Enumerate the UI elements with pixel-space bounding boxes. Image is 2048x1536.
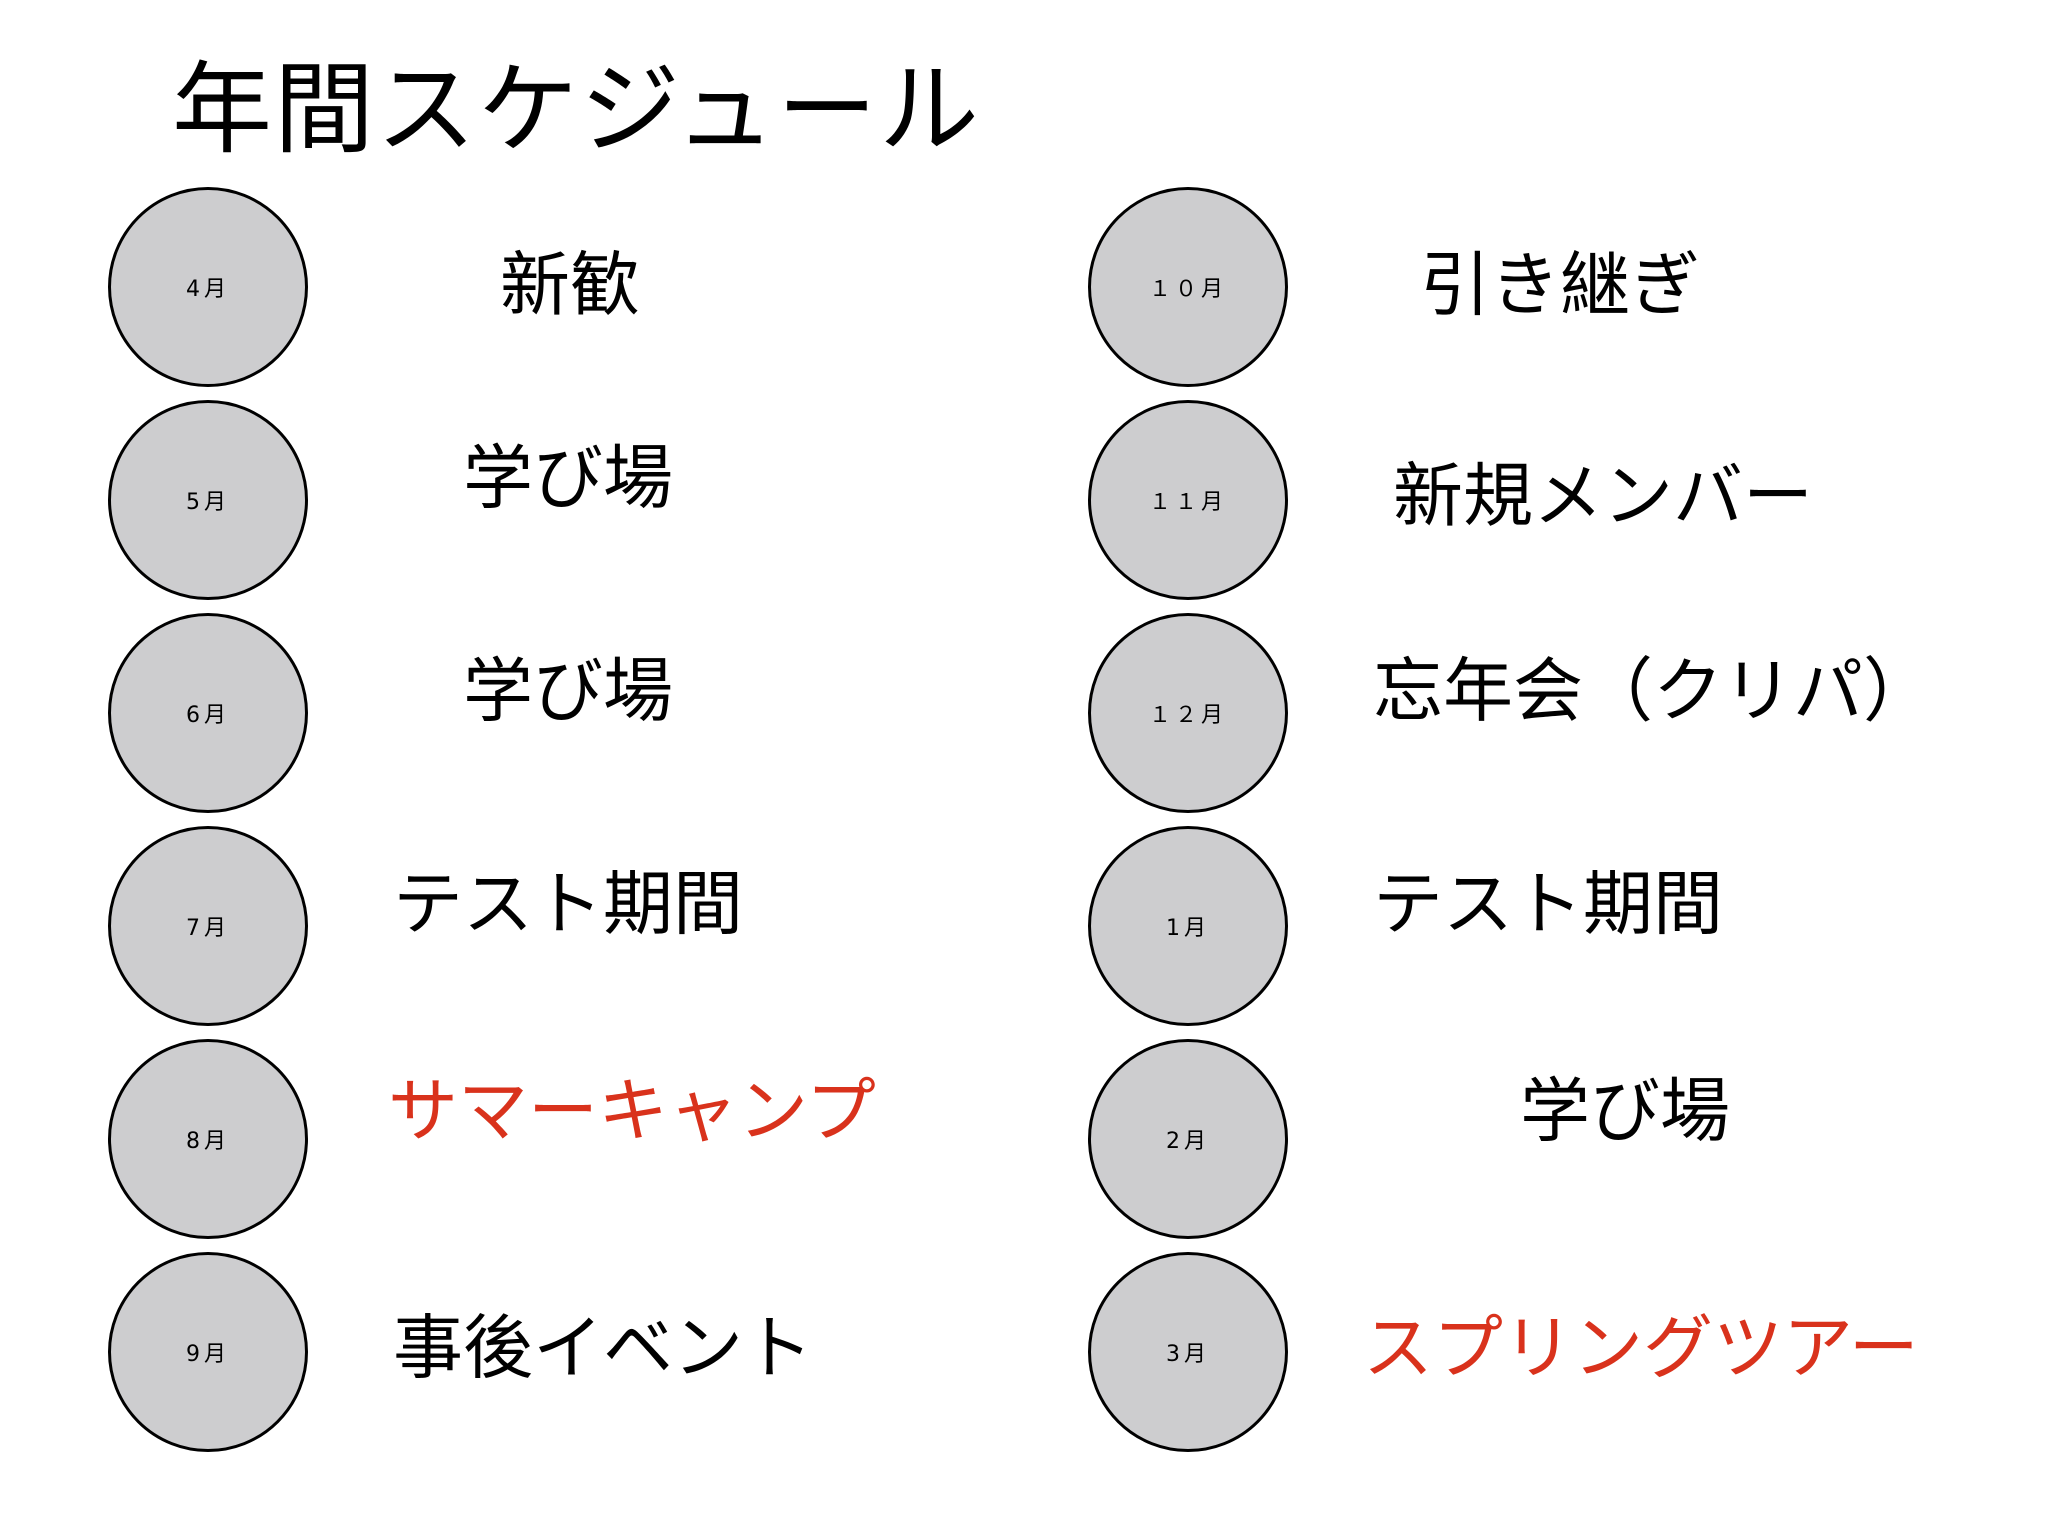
event-label: 学び場 <box>463 650 673 732</box>
month-circle: 3月 <box>1088 1252 1288 1452</box>
month-circle: 6月 <box>108 613 308 813</box>
event-label: 新歓 <box>500 244 640 326</box>
schedule-item-apr: 4月 新歓 <box>108 187 1008 387</box>
month-circle: １１月 <box>1088 400 1288 600</box>
month-circle: １０月 <box>1088 187 1288 387</box>
schedule-item-nov: １１月 新規メンバー <box>1088 400 2028 600</box>
schedule-item-jan: 1月 テスト期間 <box>1088 826 2028 1026</box>
month-circle: 2月 <box>1088 1039 1288 1239</box>
month-circle: 7月 <box>108 826 308 1026</box>
month-circle: 1月 <box>1088 826 1288 1026</box>
month-circle: 9月 <box>108 1252 308 1452</box>
event-label: サマーキャンプ <box>388 1070 876 1152</box>
event-label: 忘年会（クリパ） <box>1373 650 1933 732</box>
month-circle: 5月 <box>108 400 308 600</box>
event-label: 新規メンバー <box>1393 455 1813 537</box>
page-title: 年間スケジュール <box>172 51 981 168</box>
event-label: 引き継ぎ <box>1420 244 1700 326</box>
event-label: 学び場 <box>1520 1070 1730 1152</box>
event-label: スプリングツアー <box>1363 1307 1919 1389</box>
schedule-item-sep: 9月 事後イベント <box>108 1252 1008 1452</box>
schedule-item-may: 5月 学び場 <box>108 400 1008 600</box>
month-circle: １２月 <box>1088 613 1288 813</box>
event-label: テスト期間 <box>1373 863 1723 945</box>
schedule-item-jun: 6月 学び場 <box>108 613 1008 813</box>
event-label: 学び場 <box>463 437 673 519</box>
schedule-item-oct: １０月 引き継ぎ <box>1088 187 2028 387</box>
schedule-item-feb: 2月 学び場 <box>1088 1039 2028 1239</box>
schedule-item-aug: 8月 サマーキャンプ <box>108 1039 1008 1239</box>
schedule-item-jul: 7月 テスト期間 <box>108 826 1008 1026</box>
event-label: テスト期間 <box>393 863 743 945</box>
month-circle: 4月 <box>108 187 308 387</box>
month-circle: 8月 <box>108 1039 308 1239</box>
event-label: 事後イベント <box>393 1307 813 1389</box>
schedule-item-dec: １２月 忘年会（クリパ） <box>1088 613 2028 813</box>
schedule-item-mar: 3月 スプリングツアー <box>1088 1252 2028 1452</box>
